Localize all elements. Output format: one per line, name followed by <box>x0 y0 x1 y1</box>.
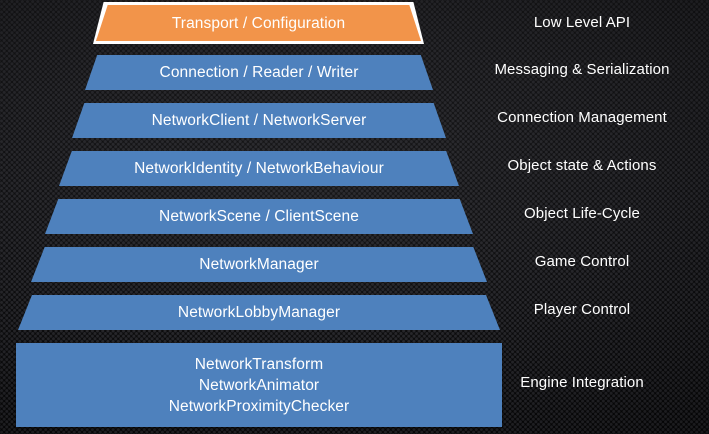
layer-shape <box>72 103 446 138</box>
layer-shape <box>85 55 433 90</box>
caption-low-level-api: Low Level API <box>533 14 631 31</box>
layer-label-networkscene-clientscene: NetworkScene / ClientScene <box>159 208 359 225</box>
layer-label-networkidentity-networkbehaviour: NetworkIdentity / NetworkBehaviour <box>134 160 384 177</box>
layer-shape <box>59 151 459 186</box>
layer-label-networklobbymanager: NetworkLobbyManager <box>177 304 341 321</box>
caption-object-state-actions: Object state & Actions <box>507 157 657 174</box>
caption-messaging-serialization: Messaging & Serialization <box>494 61 670 78</box>
pyramid-layer-connection-reader-writer[interactable]: Connection / Reader / Writer <box>85 55 433 90</box>
layer-shape <box>31 247 487 282</box>
layer-label-networkclient-networkserver: NetworkClient / NetworkServer <box>151 112 367 129</box>
layer-shape <box>16 343 502 427</box>
caption-game-control: Game Control <box>534 253 630 270</box>
layer-label-transport-configuration: Transport / Configuration <box>171 14 346 32</box>
pyramid-layer-networkclient-networkserver[interactable]: NetworkClient / NetworkServer <box>72 103 446 138</box>
layer-label-engine-components: NetworkTransform NetworkAnimator Network… <box>168 355 350 415</box>
layer-shape <box>45 199 473 234</box>
pyramid-layer-networkidentity-networkbehaviour[interactable]: NetworkIdentity / NetworkBehaviour <box>59 151 459 186</box>
pyramid-layer-networkscene-clientscene[interactable]: NetworkScene / ClientScene <box>45 199 473 234</box>
caption-engine-integration: Engine Integration <box>520 374 644 391</box>
pyramid-layer-networkmanager[interactable]: NetworkManager <box>31 247 487 282</box>
layer-label-networkmanager: NetworkManager <box>199 256 319 273</box>
pyramid-layer-engine-components[interactable]: NetworkTransform NetworkAnimator Network… <box>16 343 502 427</box>
caption-connection-management: Connection Management <box>497 109 667 126</box>
pyramid-layer-transport-configuration[interactable]: Transport / Configuration <box>93 2 424 44</box>
layer-shape <box>18 295 500 330</box>
caption-player-control: Player Control <box>533 301 631 318</box>
layer-label-connection-reader-writer: Connection / Reader / Writer <box>159 64 359 81</box>
caption-object-life-cycle: Object Life-Cycle <box>524 205 640 222</box>
layer-shape <box>96 5 421 41</box>
pyramid-layer-networklobbymanager[interactable]: NetworkLobbyManager <box>18 295 500 330</box>
